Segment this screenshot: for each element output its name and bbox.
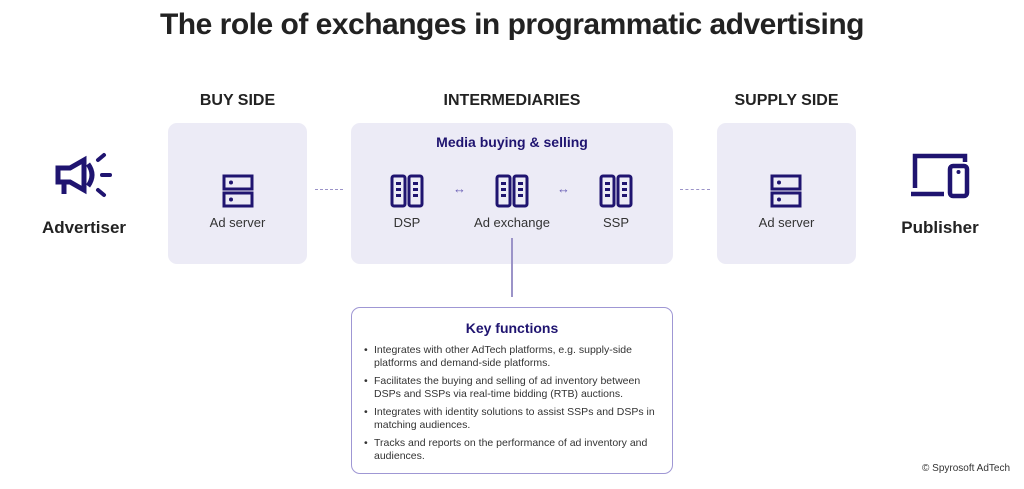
ssp-server-rack-icon <box>599 174 633 208</box>
connector-line <box>315 189 343 190</box>
key-functions-list: Integrates with other AdTech platforms, … <box>364 344 660 463</box>
list-item: Tracks and reports on the performance of… <box>364 437 660 463</box>
dsp-label: DSP <box>393 215 421 230</box>
megaphone-icon <box>55 153 112 197</box>
devices-icon <box>911 153 970 199</box>
list-item: Integrates with identity solutions to as… <box>364 406 660 432</box>
ad-exchange-label: Ad exchange <box>474 215 550 230</box>
intermediaries-heading: INTERMEDIARIES <box>443 92 581 109</box>
supply-side-ad-server-label: Ad server <box>758 215 815 230</box>
buy-side-heading: BUY SIDE <box>199 92 276 109</box>
bidirectional-arrow-icon: ↔ <box>453 181 466 196</box>
advertiser-label: Advertiser <box>41 218 127 237</box>
list-item: Facilitates the buying and selling of ad… <box>364 375 660 401</box>
list-item: Integrates with other AdTech platforms, … <box>364 344 660 370</box>
copyright: © Spyrosoft AdTech <box>922 463 1010 474</box>
bidirectional-arrow-icon: ↔ <box>557 181 570 196</box>
media-buying-subtitle: Media buying & selling <box>436 134 588 150</box>
publisher-label: Publisher <box>901 218 979 237</box>
key-functions-connector <box>511 238 513 297</box>
server-icon <box>770 174 802 208</box>
ssp-label: SSP <box>602 215 629 230</box>
buy-side-ad-server-label: Ad server <box>209 215 266 230</box>
key-functions-title: Key functions <box>465 320 559 336</box>
supply-side-heading: SUPPLY SIDE <box>734 92 839 109</box>
ad-exchange-server-rack-icon <box>495 174 529 208</box>
connector-line <box>680 189 710 190</box>
page-title: The role of exchanges in programmatic ad… <box>159 8 865 41</box>
key-functions-panel: Key functions Integrates with other AdTe… <box>351 307 673 474</box>
server-icon <box>222 174 254 208</box>
dsp-server-rack-icon <box>390 174 424 208</box>
